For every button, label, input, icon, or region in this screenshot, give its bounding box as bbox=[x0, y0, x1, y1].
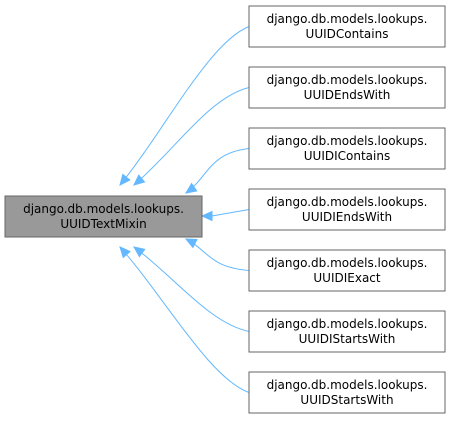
derived-class-name: UUIDStartsWith bbox=[300, 393, 393, 407]
edge-arrowhead bbox=[119, 246, 131, 259]
derived-class-box bbox=[248, 188, 446, 231]
derived-class-box bbox=[248, 371, 446, 414]
derived-class-module: django.db.models.lookups. bbox=[267, 12, 428, 26]
derived-class-node-uuidistartswith[interactable]: django.db.models.lookups.UUIDIStartsWith bbox=[248, 310, 446, 353]
derived-class-node-uuidiexact[interactable]: django.db.models.lookups.UUIDIExact bbox=[248, 249, 446, 292]
derived-class-box bbox=[248, 5, 446, 48]
derived-class-module: django.db.models.lookups. bbox=[267, 134, 428, 148]
edge-line bbox=[211, 209, 250, 217]
inheritance-edge-uuidcontains bbox=[119, 26, 250, 186]
derived-class-module: django.db.models.lookups. bbox=[267, 73, 428, 87]
derived-class-name: UUIDContains bbox=[306, 27, 389, 41]
inheritance-edge-uuidistartswith bbox=[133, 246, 250, 332]
edge-arrowhead bbox=[133, 174, 146, 186]
derived-class-box bbox=[248, 66, 446, 109]
derived-class-module: django.db.models.lookups. bbox=[267, 256, 428, 270]
edge-arrowhead bbox=[200, 210, 213, 222]
edge-line bbox=[119, 26, 250, 186]
edge-arrowhead bbox=[185, 182, 198, 194]
derived-class-nodes: django.db.models.lookups.UUIDContainsdja… bbox=[248, 5, 446, 414]
edge-arrowhead bbox=[119, 173, 131, 186]
base-class-node[interactable]: django.db.models.lookups. UUIDTextMixin bbox=[4, 195, 203, 238]
derived-class-node-uuidstartswith[interactable]: django.db.models.lookups.UUIDStartsWith bbox=[248, 371, 446, 414]
derived-class-box bbox=[248, 310, 446, 353]
derived-class-name: UUIDIContains bbox=[304, 149, 390, 163]
inheritance-edge-uuidstartswith bbox=[119, 246, 250, 393]
edge-line bbox=[133, 87, 250, 186]
derived-class-name: UUIDIEndsWith bbox=[302, 210, 392, 224]
edge-arrowhead bbox=[184, 238, 198, 249]
derived-class-box bbox=[248, 127, 446, 170]
edge-line bbox=[133, 246, 250, 332]
derived-class-module: django.db.models.lookups. bbox=[267, 317, 428, 331]
derived-class-node-uuidicontains[interactable]: django.db.models.lookups.UUIDIContains bbox=[248, 127, 446, 170]
inheritance-edge-uuidiendswith bbox=[200, 209, 250, 222]
inheritance-edge-uuidiexact bbox=[184, 238, 250, 271]
derived-class-node-uuidcontains[interactable]: django.db.models.lookups.UUIDContains bbox=[248, 5, 446, 48]
edge-line bbox=[119, 246, 250, 393]
edge-line bbox=[185, 148, 250, 194]
edge-arrowhead bbox=[133, 246, 146, 258]
derived-class-name: UUIDIExact bbox=[313, 271, 381, 285]
inheritance-edge-uuidicontains bbox=[185, 148, 250, 194]
derived-class-name: UUIDIStartsWith bbox=[299, 332, 396, 346]
derived-class-module: django.db.models.lookups. bbox=[267, 195, 428, 209]
base-class-box bbox=[4, 195, 203, 238]
inheritance-edges bbox=[119, 26, 250, 393]
derived-class-node-uuidiendswith[interactable]: django.db.models.lookups.UUIDIEndsWith bbox=[248, 188, 446, 231]
inheritance-edge-uuidendswith bbox=[133, 87, 250, 186]
edge-line bbox=[185, 238, 250, 271]
derived-class-name: UUIDEndsWith bbox=[304, 88, 391, 102]
base-class-name: UUIDTextMixin bbox=[60, 217, 146, 231]
derived-class-box bbox=[248, 249, 446, 292]
derived-class-node-uuidendswith[interactable]: django.db.models.lookups.UUIDEndsWith bbox=[248, 66, 446, 109]
derived-class-module: django.db.models.lookups. bbox=[267, 378, 428, 392]
base-class-module: django.db.models.lookups. bbox=[23, 202, 184, 216]
